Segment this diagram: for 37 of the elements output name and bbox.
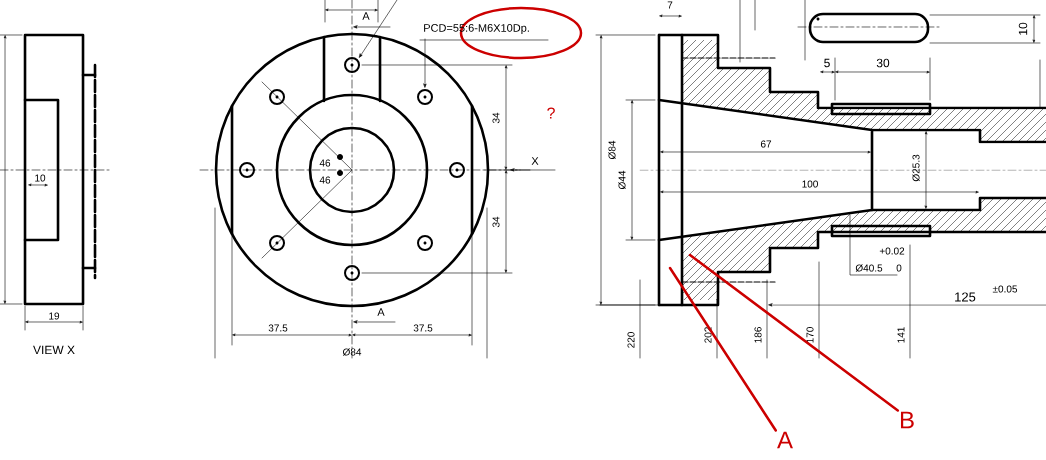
dimension-label: +0.02 [879,247,905,255]
dimension-label: 186 [754,327,762,343]
dimension-label: 30 [876,58,890,68]
callout-letter: B [900,411,914,429]
dimension-label: 100 [802,180,818,188]
dimension-label: 10 [35,174,46,182]
dimension-label: 5 [824,58,830,68]
leader-line [688,253,900,412]
callout-letter: A [777,431,793,449]
dimension-label: 170 [806,327,814,343]
dimension-label: 220 [627,332,635,348]
dimension-label: 37.5 [413,324,433,332]
dimension-label: 37.5 [268,324,288,332]
dimension-label: Ø84 [342,348,362,356]
dimension-label: Ø44 [618,170,626,190]
leader-line [668,266,778,432]
dimension-label: 34 [492,112,500,124]
section-label: A [362,12,370,20]
dimension-label: 125 [955,292,976,302]
dimension-label: Ø40.5 [855,264,883,272]
dimension-label: 34 [492,216,500,228]
dimension-label: 67 [760,140,772,148]
dimension-label: Ø25.3 [912,154,920,182]
dimension-label: 46 [319,159,331,167]
question-mark: ? [547,107,555,119]
dimension-label: 141 [897,327,905,343]
dimension-label: 19 [49,312,60,320]
dimension-label: 10 [1018,22,1028,35]
dimension-label: Ø84 [608,140,616,160]
section-label: A [377,308,385,316]
dimension-label: 0 [896,264,902,272]
dimension-label: X [531,157,539,165]
dimension-label: ±0.05 [992,285,1018,293]
view-label: VIEW X [33,345,75,355]
dimension-label: 7 [667,1,673,9]
dimension-label: 46 [319,176,331,184]
dimension-label: 202 [704,327,712,343]
